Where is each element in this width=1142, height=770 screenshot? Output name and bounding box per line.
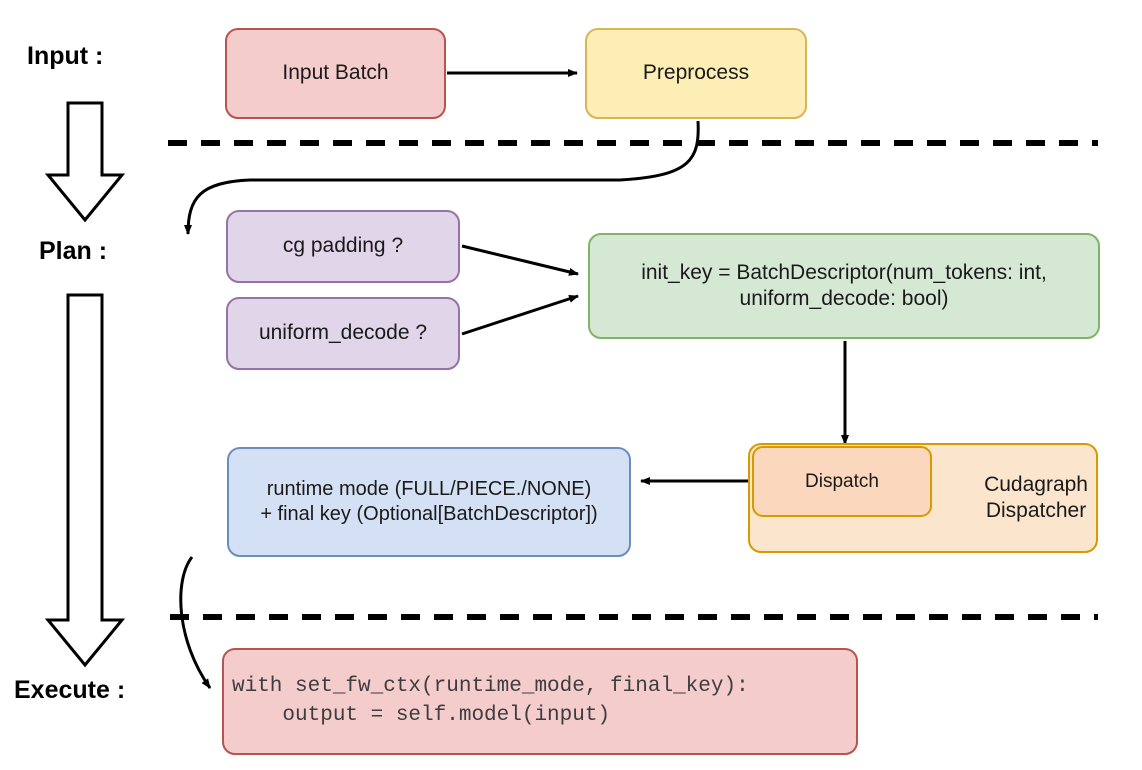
stage-label-execute: Execute : bbox=[14, 676, 126, 704]
node-runtime-mode[interactable]: runtime mode (FULL/PIECE./NONE) + final … bbox=[227, 447, 631, 557]
stage-label-plan: Plan : bbox=[39, 237, 108, 265]
node-uniform-decode-label: uniform_decode ? bbox=[258, 321, 428, 345]
stage-label-input: Input : bbox=[27, 42, 104, 70]
node-input-batch[interactable]: Input Batch bbox=[225, 28, 446, 119]
edge-runtime-mode-to-execute-code bbox=[179, 556, 212, 689]
flow-arrow-input-to-plan bbox=[44, 101, 126, 223]
node-input-batch-label: Input Batch bbox=[282, 61, 389, 85]
node-cg-padding[interactable]: cg padding ? bbox=[226, 210, 460, 283]
node-init-key-label: init_key = BatchDescriptor(num_tokens: i… bbox=[641, 260, 1047, 310]
node-execute-code[interactable]: with set_fw_ctx(runtime_mode, final_key)… bbox=[222, 648, 858, 755]
node-runtime-mode-label: runtime mode (FULL/PIECE./NONE) + final … bbox=[260, 478, 598, 525]
node-uniform-decode[interactable]: uniform_decode ? bbox=[226, 297, 460, 370]
node-cudagraph-dispatcher-label: Cudagraph Dispatcher bbox=[984, 472, 1088, 522]
edge-cg-padding-to-init-key bbox=[461, 244, 579, 276]
node-dispatch[interactable]: Dispatch bbox=[752, 446, 932, 517]
node-init-key[interactable]: init_key = BatchDescriptor(num_tokens: i… bbox=[588, 233, 1100, 339]
node-preprocess[interactable]: Preprocess bbox=[585, 28, 807, 119]
flow-arrow-plan-to-execute bbox=[44, 293, 126, 668]
node-dispatch-label: Dispatch bbox=[805, 470, 879, 492]
node-preprocess-label: Preprocess bbox=[642, 61, 750, 85]
edge-preprocess-to-cg-padding bbox=[184, 120, 700, 235]
node-cg-padding-label: cg padding ? bbox=[282, 234, 404, 258]
edge-uniform-decode-to-init-key bbox=[461, 294, 579, 336]
node-execute-code-label: with set_fw_ctx(runtime_mode, final_key)… bbox=[232, 675, 749, 727]
